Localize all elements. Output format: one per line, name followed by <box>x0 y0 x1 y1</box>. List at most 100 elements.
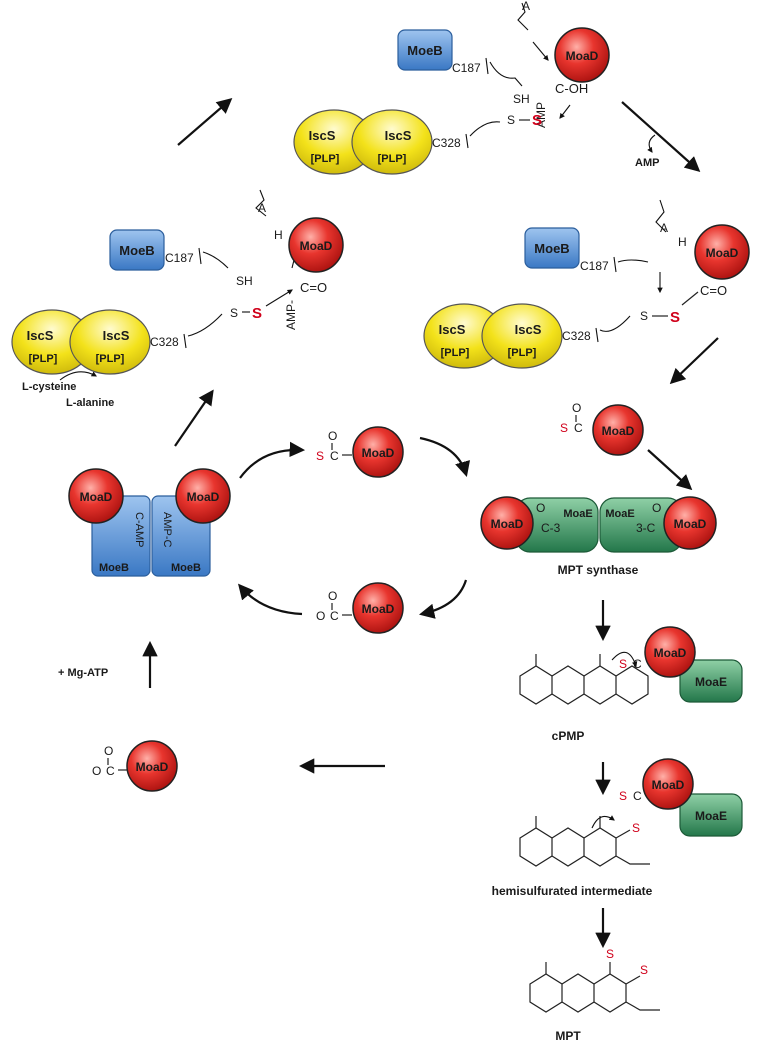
moad-thiocarboxylate-top: S C O MoaD <box>316 426 404 478</box>
c-left: C <box>106 764 115 778</box>
sh-left: SH <box>236 274 253 288</box>
c-amp-left: C-AMP <box>133 512 145 547</box>
s-minus-right: S <box>560 421 568 435</box>
state-left: MoeB C187 SH A H MoaD C=O AMP- S S IscS … <box>11 189 344 409</box>
c187-linker <box>485 57 523 87</box>
cpmp-pyrazine <box>551 665 585 705</box>
mpt-synthase: MoaE MoaE MoaD MoaD C-3 O 3-C O MPT synt… <box>480 496 717 577</box>
o-left: O <box>104 744 113 758</box>
s-left: S <box>230 306 238 320</box>
cpmp-pyrimidine <box>519 665 553 705</box>
moae-hemi-label: MoaE <box>695 809 727 823</box>
c-cycle-bottom: C <box>330 609 339 623</box>
moad-synthase-left-label: MoaD <box>491 517 524 531</box>
moad-complex-right-label: MoaD <box>187 490 220 504</box>
a-label-left: A <box>258 201 266 215</box>
moae-cpmp-label: MoaE <box>695 675 727 689</box>
h-label-right: H <box>678 235 687 249</box>
moad-synthase-left <box>480 496 534 550</box>
moad-cycle-bottom-label: MoaD <box>362 602 395 616</box>
o-right: O <box>572 401 581 415</box>
o-cycle-bottom: O <box>328 589 337 603</box>
c3-left: C-3 <box>541 521 561 535</box>
moad-cycle-bottom <box>352 582 404 634</box>
cpmp-label: cPMP <box>552 729 585 743</box>
oh-arrow-top <box>559 104 571 119</box>
s-minus-cycle-top: S <box>316 449 324 463</box>
moad-right-label: MoaD <box>706 246 739 260</box>
moeb-right-label: MoeB <box>534 241 569 256</box>
o-minus-cycle-bottom: O <box>316 609 325 623</box>
s-minus-mpt-1: S <box>606 947 614 961</box>
cpmp-attack-arrow <box>611 651 638 668</box>
cycle-arrow-bottom-left <box>238 583 303 616</box>
hemi-attack-arrow <box>591 815 615 829</box>
plp-left-right: [PLP] <box>96 353 125 365</box>
plp-left-left: [PLP] <box>29 353 58 365</box>
amp-c-right: AMP-C <box>161 512 173 548</box>
base-linker-top <box>517 2 529 31</box>
amp-release-arrow <box>647 134 656 153</box>
l-alanine-label: L-alanine <box>66 397 114 409</box>
cycle-arrow-top-left <box>239 441 306 479</box>
hemi-substituents <box>535 816 650 865</box>
iscs-top-left-label: IscS <box>309 128 336 143</box>
moad-cycle-top-label: MoaD <box>362 446 395 460</box>
a-label-top: A <box>522 0 530 13</box>
cpmp-carbonyls <box>535 654 601 666</box>
moae-hemi <box>679 793 743 837</box>
attack-arrow-top <box>532 41 549 61</box>
o-cycle-top: O <box>328 429 337 443</box>
moeb-box-right <box>524 227 580 269</box>
moad-carboxylate-left-label: MoaD <box>136 760 169 774</box>
c187-left: C187 <box>165 251 194 265</box>
c187-right-linker <box>613 256 649 273</box>
c-cycle-top: C <box>330 449 339 463</box>
iscs-left-right <box>69 309 151 375</box>
moeb-complex-left-label: MoeB <box>99 562 129 574</box>
cycle-arrow-top-right <box>419 436 471 477</box>
c328-right-linker <box>595 315 631 343</box>
mpt-pyrimidine <box>529 973 563 1013</box>
hemi-pyrazine <box>551 827 585 867</box>
moad-complex-left <box>68 468 124 524</box>
iscs-top-right-label: IscS <box>385 128 412 143</box>
moad-cpmp-label: MoaD <box>654 646 687 660</box>
a-label-right: A <box>660 221 668 235</box>
o-synthase-right: O <box>652 501 661 515</box>
amp-release-label: AMP <box>635 157 659 169</box>
s-minus-cpmp: S <box>619 657 627 671</box>
cysteine-to-alanine-arrow <box>59 371 97 381</box>
moad-thio-right <box>592 404 644 456</box>
state-right: MoeB C187 A H MoaD C=O S S IscS IscS [PL… <box>423 199 750 369</box>
moad-carboxylate-left: O C O MoaD <box>92 740 178 792</box>
c-eq-o-left: C=O <box>300 280 327 295</box>
s-top-red: S <box>532 112 542 129</box>
mpt-pyran <box>593 973 627 1013</box>
moad-hemi-label: MoaD <box>652 778 685 792</box>
moad-right <box>694 224 750 280</box>
moad-top <box>554 27 610 83</box>
iscs-left-left-label: IscS <box>27 328 54 343</box>
mpt-structure: S S <box>529 947 660 1013</box>
moad-thio-right-label: MoaD <box>602 424 635 438</box>
iscs-top-right <box>351 109 433 175</box>
c187-right: C187 <box>580 259 609 273</box>
mpt-synthase-label: MPT synthase <box>558 563 639 577</box>
mg-atp-label: + Mg-ATP <box>58 667 108 679</box>
arrow-up-left <box>174 389 214 447</box>
c328-right: C328 <box>562 329 591 343</box>
c328-left: C328 <box>150 335 179 349</box>
moad-complex-left-label: MoaD <box>80 490 113 504</box>
c187-left-linker <box>198 247 229 269</box>
cpmp-pyran <box>583 665 617 705</box>
hemi-pyran <box>583 827 617 867</box>
c-hemi: C <box>633 789 642 803</box>
iscs-right-right-label: IscS <box>515 322 542 337</box>
s-attack-arrow-left <box>265 289 293 307</box>
c328-left-linker <box>183 313 223 349</box>
moeb-left-label: MoeB <box>119 243 154 258</box>
moad-left <box>288 217 344 273</box>
sh-label: SH <box>513 92 530 106</box>
